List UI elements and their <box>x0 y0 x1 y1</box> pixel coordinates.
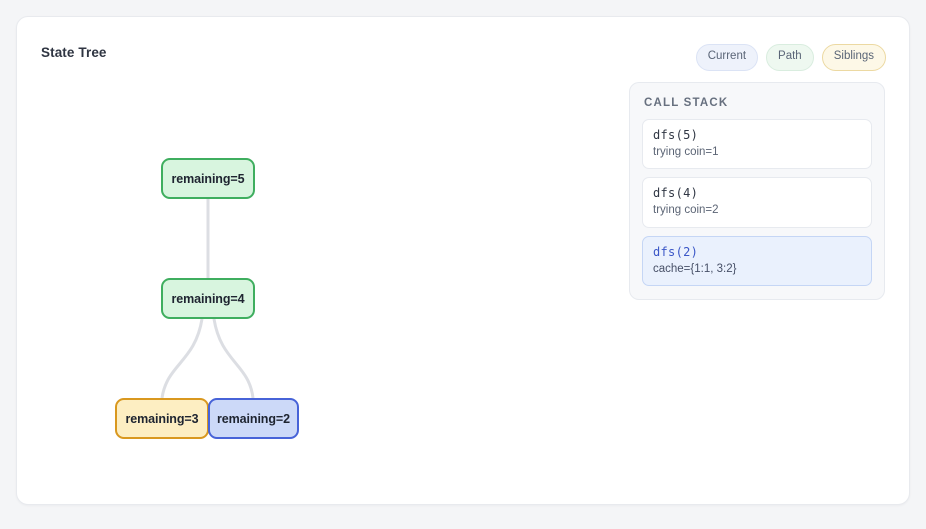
legend-pill-current[interactable]: Current <box>695 44 759 71</box>
tree-node-remaining-2[interactable]: remaining=2 <box>208 398 299 439</box>
call-stack-frame-function: dfs(4) <box>653 186 699 201</box>
call-stack-frame-function: dfs(5) <box>653 128 699 142</box>
call-stack-panel: CALL STACK dfs(5) trying coin=1 dfs(4) t… <box>629 82 885 300</box>
tree-node-remaining-4[interactable]: remaining=4 <box>161 278 255 319</box>
state-tree-canvas: remaining=5 remaining=4 remaining=3 rema… <box>17 17 627 506</box>
state-tree-card: State Tree Current Path Siblings remaini… <box>16 16 910 505</box>
call-stack-frame[interactable]: dfs(4) trying coin=2 <box>642 177 872 228</box>
tree-edges <box>160 199 255 399</box>
edge-mid-left <box>160 318 204 399</box>
call-stack-title: CALL STACK <box>644 97 729 109</box>
call-stack-frame-active[interactable]: dfs(2) cache={1:1, 3:2} <box>642 235 872 286</box>
tree-node-remaining-3[interactable]: remaining=3 <box>115 398 209 439</box>
page-title: State Tree <box>41 45 107 60</box>
call-stack-frame-note: trying coin=2 <box>653 204 719 217</box>
call-stack-frame-function: dfs(2) <box>653 244 699 259</box>
legend-pill-path[interactable]: Path <box>766 44 814 71</box>
legend: Current Path Siblings <box>695 44 886 71</box>
tree-node-remaining-5[interactable]: remaining=5 <box>161 158 255 199</box>
call-stack-frame-note: cache={1:1, 3:2} <box>653 262 737 275</box>
call-stack-frame[interactable]: dfs(5) trying coin=1 <box>642 119 872 170</box>
legend-pill-siblings[interactable]: Siblings <box>821 44 886 71</box>
edge-mid-right <box>212 318 255 399</box>
call-stack-frame-note: trying coin=1 <box>653 146 719 159</box>
